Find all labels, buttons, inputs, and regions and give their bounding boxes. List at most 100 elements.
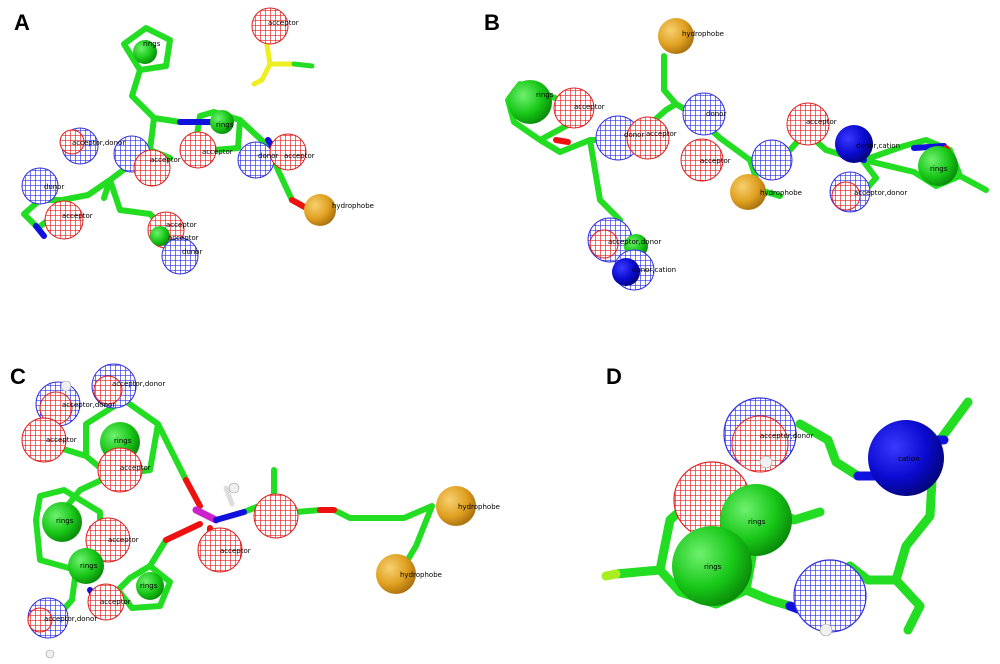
label: hydrophobe — [458, 503, 500, 511]
panel-a-spheres — [21, 7, 336, 275]
panel-a: A — [14, 7, 374, 275]
donor-cation-sphere — [835, 125, 873, 163]
label: rings — [140, 582, 158, 590]
panel-b-letter: B — [484, 10, 500, 35]
donor-sphere — [237, 141, 275, 179]
label: rings — [143, 40, 161, 48]
panel-c-letter: C — [10, 364, 26, 389]
hydrogen-atom — [45, 649, 55, 659]
label: acceptor — [574, 103, 605, 111]
cation-sphere — [868, 420, 944, 496]
label: acceptor,donor — [72, 139, 125, 147]
panel-c-spheres — [21, 363, 476, 659]
acceptor-sphere — [269, 133, 307, 171]
acceptor-donor-sphere — [27, 607, 53, 633]
label: donor — [182, 248, 202, 256]
acceptor-donor-sphere — [589, 229, 619, 259]
label: rings — [748, 518, 766, 526]
donor-sphere — [682, 92, 726, 136]
rings-sphere — [210, 110, 234, 134]
label: acceptor,donor — [608, 238, 661, 246]
label: acceptor — [100, 598, 131, 606]
label: rings — [704, 563, 722, 571]
label: acceptor — [168, 234, 199, 242]
rings-sphere — [672, 526, 752, 606]
acceptor-sphere — [253, 493, 299, 539]
label: acceptor — [202, 148, 233, 156]
label: rings — [930, 165, 948, 173]
hydrogen-atom — [228, 482, 240, 494]
hydrogen-atom — [759, 455, 773, 469]
donor-sphere — [21, 167, 59, 205]
acceptor-donor-sphere — [731, 415, 789, 473]
donor-cation-sphere — [612, 258, 640, 286]
label: donor,cation — [856, 142, 900, 150]
panel-d: D acceptor,donor cation rings rings — [601, 364, 973, 637]
label: rings — [80, 562, 98, 570]
label: donor,cation — [632, 266, 676, 274]
label: acceptor,donor — [62, 401, 115, 409]
label: acceptor — [120, 464, 151, 472]
hydrogen-atom — [60, 380, 72, 392]
panel-d-spheres — [672, 397, 944, 637]
label: acceptor — [220, 547, 251, 555]
acceptor-sphere — [553, 87, 595, 129]
label: acceptor — [46, 436, 77, 444]
rings-sphere — [68, 548, 104, 584]
label: acceptor — [806, 118, 837, 126]
rings-sphere — [508, 80, 552, 124]
acceptor-donor-sphere — [93, 375, 123, 405]
hydrophobe-sphere — [376, 554, 416, 594]
label: acceptor — [62, 212, 93, 220]
acceptor-sphere — [133, 149, 171, 187]
label: acceptor — [284, 152, 315, 160]
acceptor-sphere — [44, 200, 84, 240]
hydrophobe-sphere — [304, 194, 336, 226]
panel-b-labels: hydrophobe rings acceptor donor acceptor… — [536, 30, 948, 274]
label: hydrophobe — [760, 189, 802, 197]
label: donor — [258, 152, 278, 160]
acceptor-sphere — [21, 417, 67, 463]
rings-sphere — [150, 226, 170, 246]
acceptor-sphere — [786, 102, 830, 146]
label: rings — [536, 91, 554, 99]
panel-d-letter: D — [606, 364, 622, 389]
hydrogen-atom — [819, 623, 833, 637]
label: rings — [216, 121, 234, 129]
rings-sphere — [42, 502, 82, 542]
acceptor-sphere — [626, 116, 670, 160]
acceptor-sphere — [680, 138, 724, 182]
donor-sphere — [793, 559, 867, 633]
label: donor — [624, 131, 644, 139]
acceptor-sphere — [251, 7, 289, 45]
label: rings — [56, 517, 74, 525]
hydrophobe-sphere — [658, 18, 694, 54]
label: acceptor — [646, 130, 677, 138]
label: acceptor,donor — [760, 432, 813, 440]
acceptor-sphere — [85, 517, 131, 563]
rings-sphere — [136, 572, 164, 600]
hydrophobe-sphere — [436, 486, 476, 526]
donor-sphere — [751, 139, 793, 181]
label: hydrophobe — [400, 571, 442, 579]
panel-c: C — [10, 363, 500, 659]
panel-d-labels: acceptor,donor cation rings rings — [704, 432, 920, 571]
label: acceptor — [166, 221, 197, 229]
label: donor — [44, 183, 64, 191]
label: acceptor — [150, 156, 181, 164]
acceptor-sphere — [87, 583, 125, 621]
donor-sphere — [161, 237, 199, 275]
label: acceptor — [700, 157, 731, 165]
label: acceptor,donor — [44, 615, 97, 623]
acceptor-sphere — [179, 131, 217, 169]
label: acceptor — [268, 19, 299, 27]
label: rings — [114, 437, 132, 445]
label: hydrophobe — [682, 30, 724, 38]
rings-sphere — [133, 40, 157, 64]
panel-a-letter: A — [14, 10, 30, 35]
acceptor-sphere — [197, 527, 243, 573]
hydrophobe-sphere — [730, 174, 766, 210]
panel-c-labels: acceptor,donor acceptor,donor acceptor r… — [44, 380, 500, 623]
rings-sphere — [918, 146, 958, 186]
